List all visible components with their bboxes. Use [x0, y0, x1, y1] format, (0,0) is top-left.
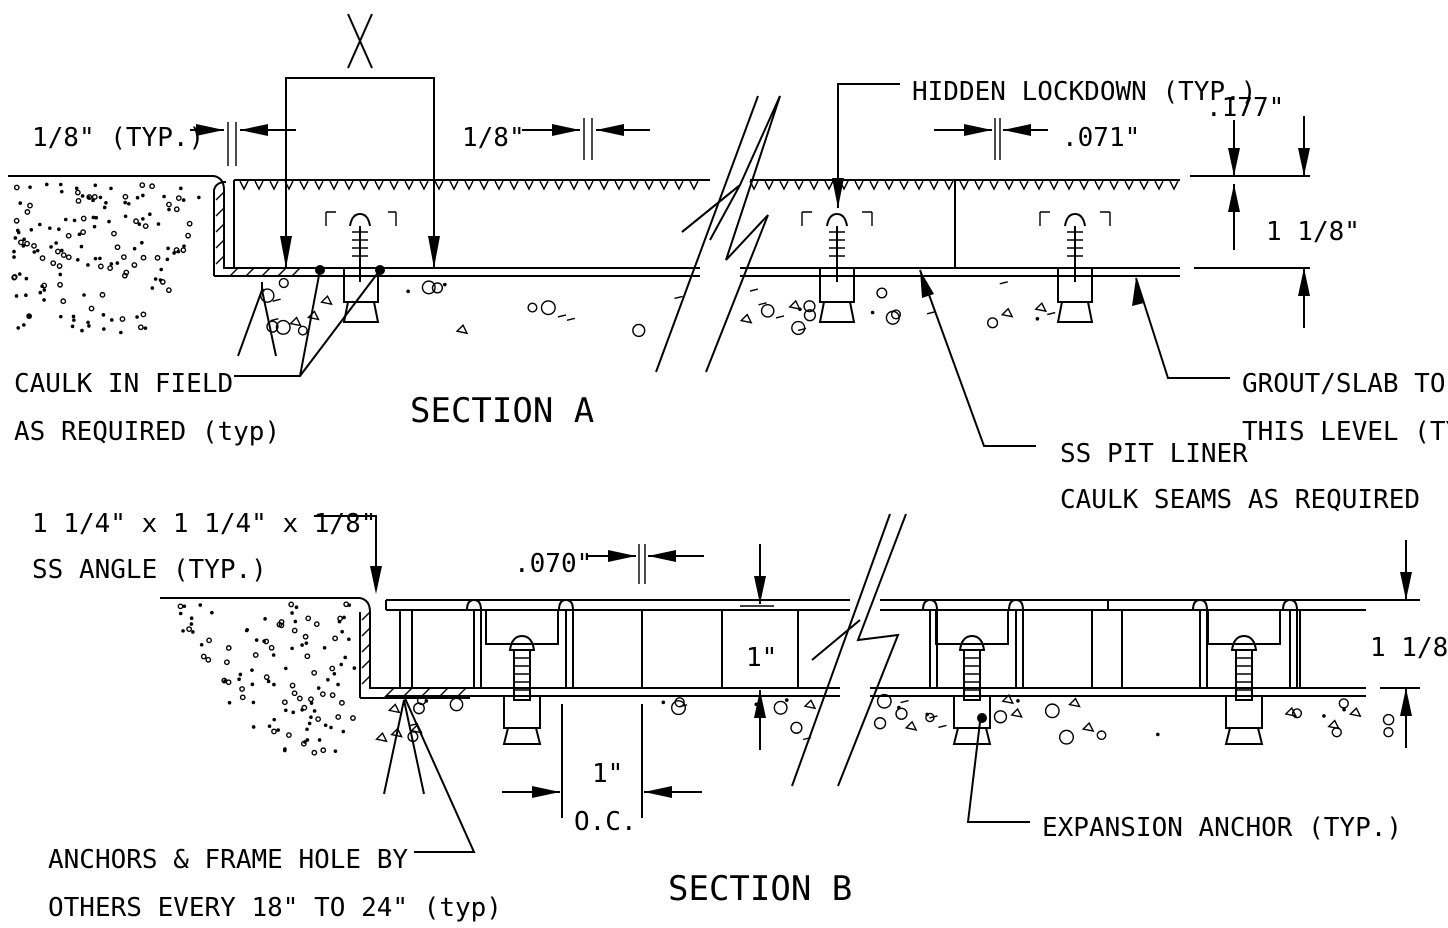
label-caulk-field-1: CAULK IN FIELD: [14, 369, 233, 399]
label-expansion-anchor: EXPANSION ANCHOR (TYP.): [1042, 813, 1402, 843]
label-oc-2: O.C.: [574, 807, 637, 837]
label-angle-2: SS ANGLE (TYP.): [32, 555, 267, 585]
serrations-a: [239, 180, 1179, 191]
label-oc-1: 1": [592, 759, 623, 789]
label-grout-2: THIS LEVEL (TYP.): [1242, 417, 1448, 447]
label-eighth-typ: 1/8" (TYP.): [32, 123, 204, 153]
break-line-b2: [837, 513, 907, 787]
grate-top-b-left: [385, 599, 850, 611]
label-anchors-2: OTHERS EVERY 18" TO 24" (typ): [48, 893, 502, 923]
label-gap-070: .070": [514, 549, 592, 579]
bearing-bars-b: [399, 598, 1301, 688]
concrete-stipple-b: [177, 601, 357, 756]
label-top-177: .177": [1206, 93, 1284, 123]
label-anchors-1: ANCHORS & FRAME HOLE BY: [48, 845, 408, 875]
angle-hatch-a: [215, 191, 301, 277]
break-line-a2: [681, 95, 781, 233]
grout-aggregate-a: [260, 277, 1056, 338]
label-gap-071: .071": [1062, 123, 1140, 153]
label-pit-liner-1: SS PIT LINER: [1060, 439, 1248, 469]
section-a-drawing: [8, 13, 1310, 447]
break-line-b3: [811, 619, 861, 661]
break-line-b1: [791, 513, 891, 787]
grout-aggregate-b: [375, 693, 1395, 745]
label-caulk-field-2: AS REQUIRED (typ): [14, 417, 280, 447]
lockdown-b2: [935, 610, 1009, 745]
lockdown-a1: [325, 211, 397, 323]
label-height-b: 1 1/8": [1370, 633, 1448, 663]
label-angle-1: 1 1/4" x 1 1/4" x 1/8": [32, 509, 376, 539]
label-pit-liner-2: CAULK SEAMS AS REQUIRED: [1060, 485, 1420, 515]
break-line-a3: [705, 95, 781, 373]
label-eighth: 1/8": [462, 123, 525, 153]
lockdown-a2: [801, 211, 873, 323]
angle-a: [213, 181, 227, 276]
label-section-a: SECTION A: [410, 391, 594, 431]
lockdown-b3: [1207, 610, 1281, 745]
section-b-drawing: [160, 513, 1420, 853]
label-one-inch: 1": [746, 643, 777, 673]
lockdown-b1: [485, 610, 559, 745]
label-hidden-lockdown: HIDDEN LOCKDOWN (TYP.): [912, 77, 1256, 107]
concrete-edge-b: [160, 597, 470, 689]
break-line-a1: [655, 95, 759, 373]
label-section-b: SECTION B: [668, 869, 852, 909]
grate-bottom-b-left: [386, 687, 840, 697]
dim-x-bracket: [285, 77, 435, 268]
concrete-edge-a: [8, 175, 440, 269]
label-height-a: 1 1/8": [1266, 217, 1360, 247]
lockdown-a3: [1039, 211, 1111, 323]
dim-x-mark: [347, 13, 373, 69]
label-grout-1: GROUT/SLAB TO: [1242, 369, 1446, 399]
grate-bottom-b-right: [870, 687, 1366, 697]
angle-hatch-b: [361, 611, 467, 699]
concrete-stipple-a: [11, 182, 201, 335]
